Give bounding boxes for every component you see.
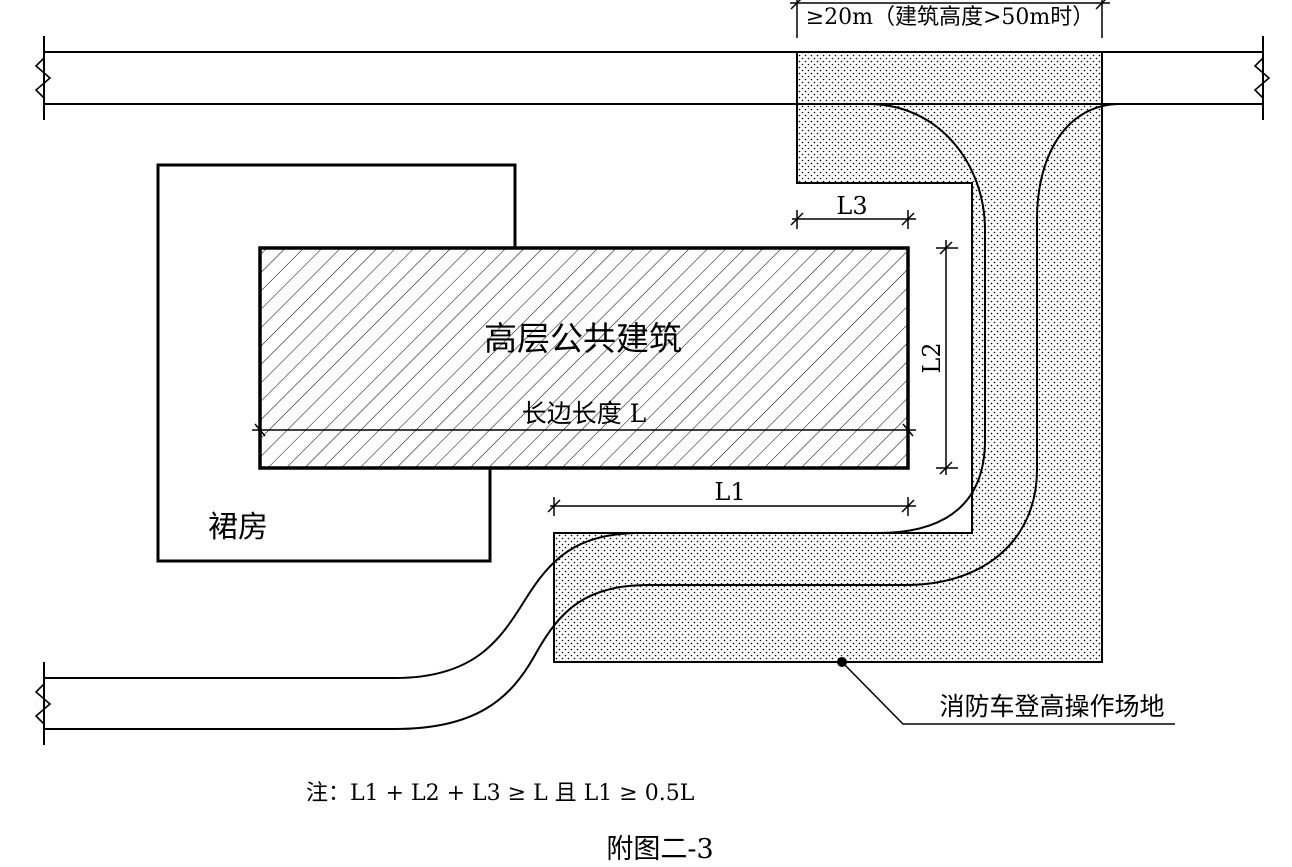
top-road <box>34 36 1271 120</box>
l2-label: L2 <box>918 342 946 373</box>
figure-caption: 附图二-3 <box>606 834 713 865</box>
bottom-road <box>34 662 395 745</box>
fire-lane-curves <box>394 103 1121 730</box>
l3-label: L3 <box>836 192 867 220</box>
formula-note: 注：L1 + L2 + L3 ≥ L 且 L1 ≥ 0.5L <box>306 781 695 806</box>
operation-site-leader <box>837 657 1175 725</box>
l1-label: L1 <box>714 478 745 506</box>
building-label: 高层公共建筑 <box>484 319 682 358</box>
long-side-dimension <box>252 423 916 437</box>
width-dimension <box>790 0 1110 38</box>
long-side-label: 长边长度 L <box>522 399 647 428</box>
l2-dimension <box>936 240 958 475</box>
top-dimension-label: ≥20m（建筑高度>50m时） <box>806 5 1095 30</box>
l3-dimension <box>790 210 916 229</box>
high-rise-building <box>258 246 910 470</box>
l1-dimension <box>547 497 916 516</box>
podium-label: 裙房 <box>208 510 268 545</box>
operation-site-area <box>553 51 1103 663</box>
operation-site-label: 消防车登高操作场地 <box>939 692 1164 721</box>
